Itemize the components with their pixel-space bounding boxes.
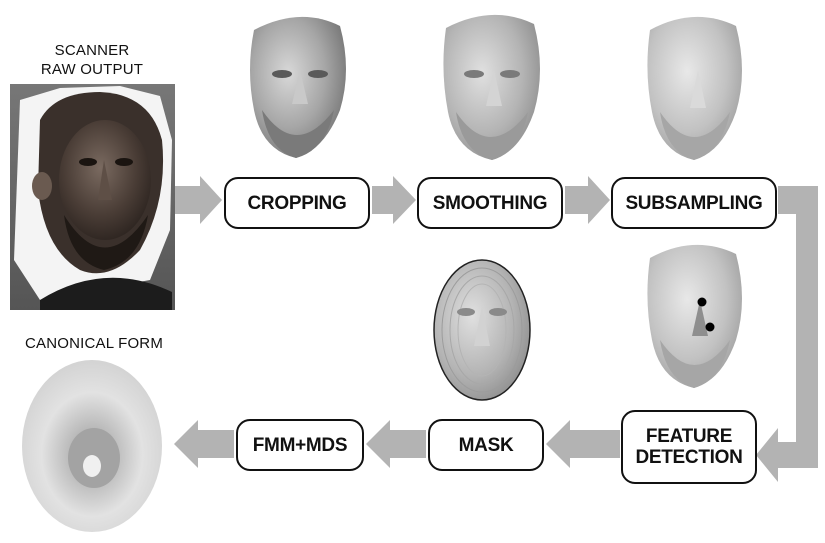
scanner-caption-line1: SCANNER xyxy=(30,41,154,60)
feature-detection-face xyxy=(647,245,742,388)
fmm-mds-label: FMM+MDS xyxy=(253,435,347,456)
canonical-form-image xyxy=(22,360,162,532)
feature-detection-label-line1: FEATURE xyxy=(635,426,742,447)
cropped-face xyxy=(250,17,346,158)
mask-label: MASK xyxy=(459,435,514,456)
arrow-to-cropping xyxy=(175,176,222,224)
mask-box: MASK xyxy=(428,419,544,471)
scanner-caption: SCANNER RAW OUTPUT xyxy=(30,41,154,79)
cropping-box: CROPPING xyxy=(224,177,370,229)
fmm-mds-box: FMM+MDS xyxy=(236,419,364,471)
cropping-label: CROPPING xyxy=(248,193,347,214)
feature-point-eye xyxy=(698,298,707,307)
arrow-to-canonical-form xyxy=(174,420,234,468)
smoothing-label: SMOOTHING xyxy=(433,193,547,214)
subsampling-box: SUBSAMPLING xyxy=(611,177,777,229)
canonical-form-caption: CANONICAL FORM xyxy=(10,334,178,353)
feature-detection-box: FEATURE DETECTION xyxy=(621,410,757,484)
smoothing-box: SMOOTHING xyxy=(417,177,563,229)
arrow-to-fmm-mds xyxy=(366,420,426,468)
smoothed-face xyxy=(443,15,540,160)
subsampling-label: SUBSAMPLING xyxy=(625,193,762,214)
feature-point-nose xyxy=(706,323,715,332)
arrow-to-mask xyxy=(546,420,620,468)
arrow-to-feature-detection xyxy=(756,186,818,482)
arrow-to-subsampling xyxy=(565,176,610,224)
scanner-raw-photo xyxy=(10,84,175,310)
arrow-to-smoothing xyxy=(372,176,416,224)
scanner-caption-line2: RAW OUTPUT xyxy=(30,60,154,79)
feature-detection-label-line2: DETECTION xyxy=(635,447,742,468)
masked-face xyxy=(434,260,530,400)
subsampled-face xyxy=(647,17,742,160)
